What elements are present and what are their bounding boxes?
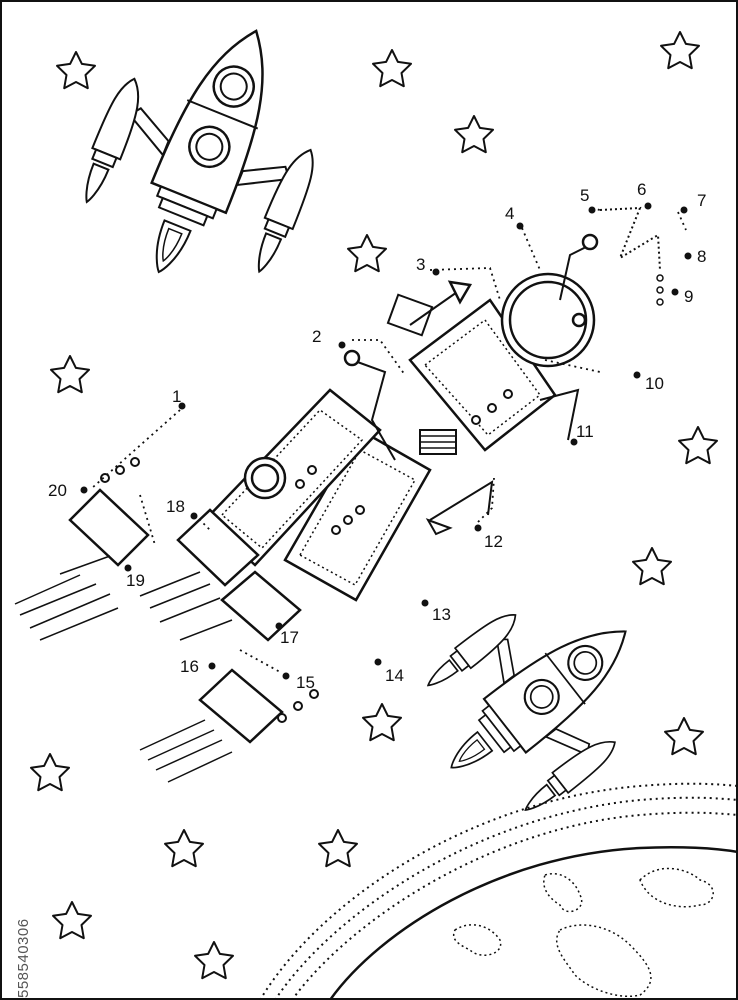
dot [633, 371, 641, 379]
dot-label: 12 [484, 532, 503, 551]
dot [338, 341, 346, 349]
dot-label: 17 [280, 628, 299, 647]
dot [516, 222, 524, 230]
dot-label: 1 [172, 387, 181, 406]
dot-label: 8 [697, 247, 706, 266]
dot [671, 288, 679, 296]
dot [588, 206, 596, 214]
dot [570, 438, 578, 446]
dot [474, 524, 482, 532]
dot-label: 14 [385, 666, 404, 685]
dot [275, 622, 283, 630]
dot [80, 486, 88, 494]
dot [421, 599, 429, 607]
dot [432, 268, 440, 276]
dot [684, 252, 692, 260]
dot-label: 19 [126, 571, 145, 590]
dot-label: 3 [416, 255, 425, 274]
exhaust-lines [14, 555, 233, 783]
stock-id: 558540306 [15, 918, 32, 998]
dot [124, 564, 132, 572]
dot-label: 6 [637, 180, 646, 199]
dot-label: 15 [296, 673, 315, 692]
dot-label: 11 [576, 422, 594, 441]
planet-icon [259, 782, 738, 1000]
dot-label: 4 [505, 204, 514, 223]
dot [178, 402, 186, 410]
dot-label: 18 [166, 497, 185, 516]
dot-label: 9 [684, 287, 693, 306]
dot-label: 2 [312, 327, 321, 346]
dot [190, 512, 198, 520]
numbered-dots: 1 2 3 4 5 6 7 8 9 10 11 12 13 14 15 16 1 [48, 180, 706, 692]
dot-label: 16 [180, 657, 199, 676]
dot-label: 10 [645, 374, 664, 393]
dot-label: 5 [580, 186, 589, 205]
dot [374, 658, 382, 666]
main-rocket [68, 206, 664, 744]
dot-label: 7 [697, 191, 706, 210]
dot-label: 20 [48, 481, 67, 500]
dotted-outline [91, 207, 687, 673]
dot [282, 672, 290, 680]
dot [208, 662, 216, 670]
dot [680, 206, 688, 214]
dot-label: 13 [432, 605, 451, 624]
dot [644, 202, 652, 210]
stock-id-text: 558540306 [15, 918, 32, 998]
